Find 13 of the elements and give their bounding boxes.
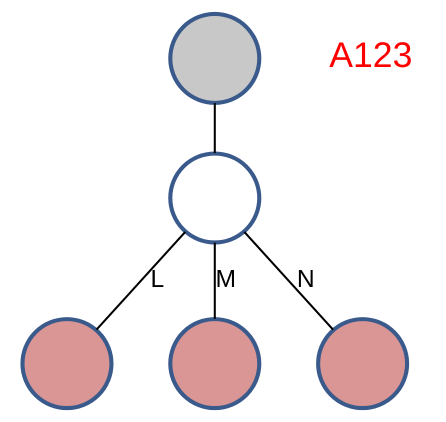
node-circle xyxy=(168,151,262,245)
node-circle xyxy=(168,12,262,105)
connector xyxy=(214,103,216,154)
edge-label: N xyxy=(296,266,315,293)
label: A123 xyxy=(329,35,412,76)
node-circle xyxy=(168,317,262,410)
node-circle xyxy=(316,317,410,410)
edge-label: L xyxy=(150,266,164,293)
connector xyxy=(244,231,334,330)
connector xyxy=(214,242,216,319)
node-circle xyxy=(20,317,114,410)
connector xyxy=(96,231,186,330)
edge-label: M xyxy=(215,266,236,293)
